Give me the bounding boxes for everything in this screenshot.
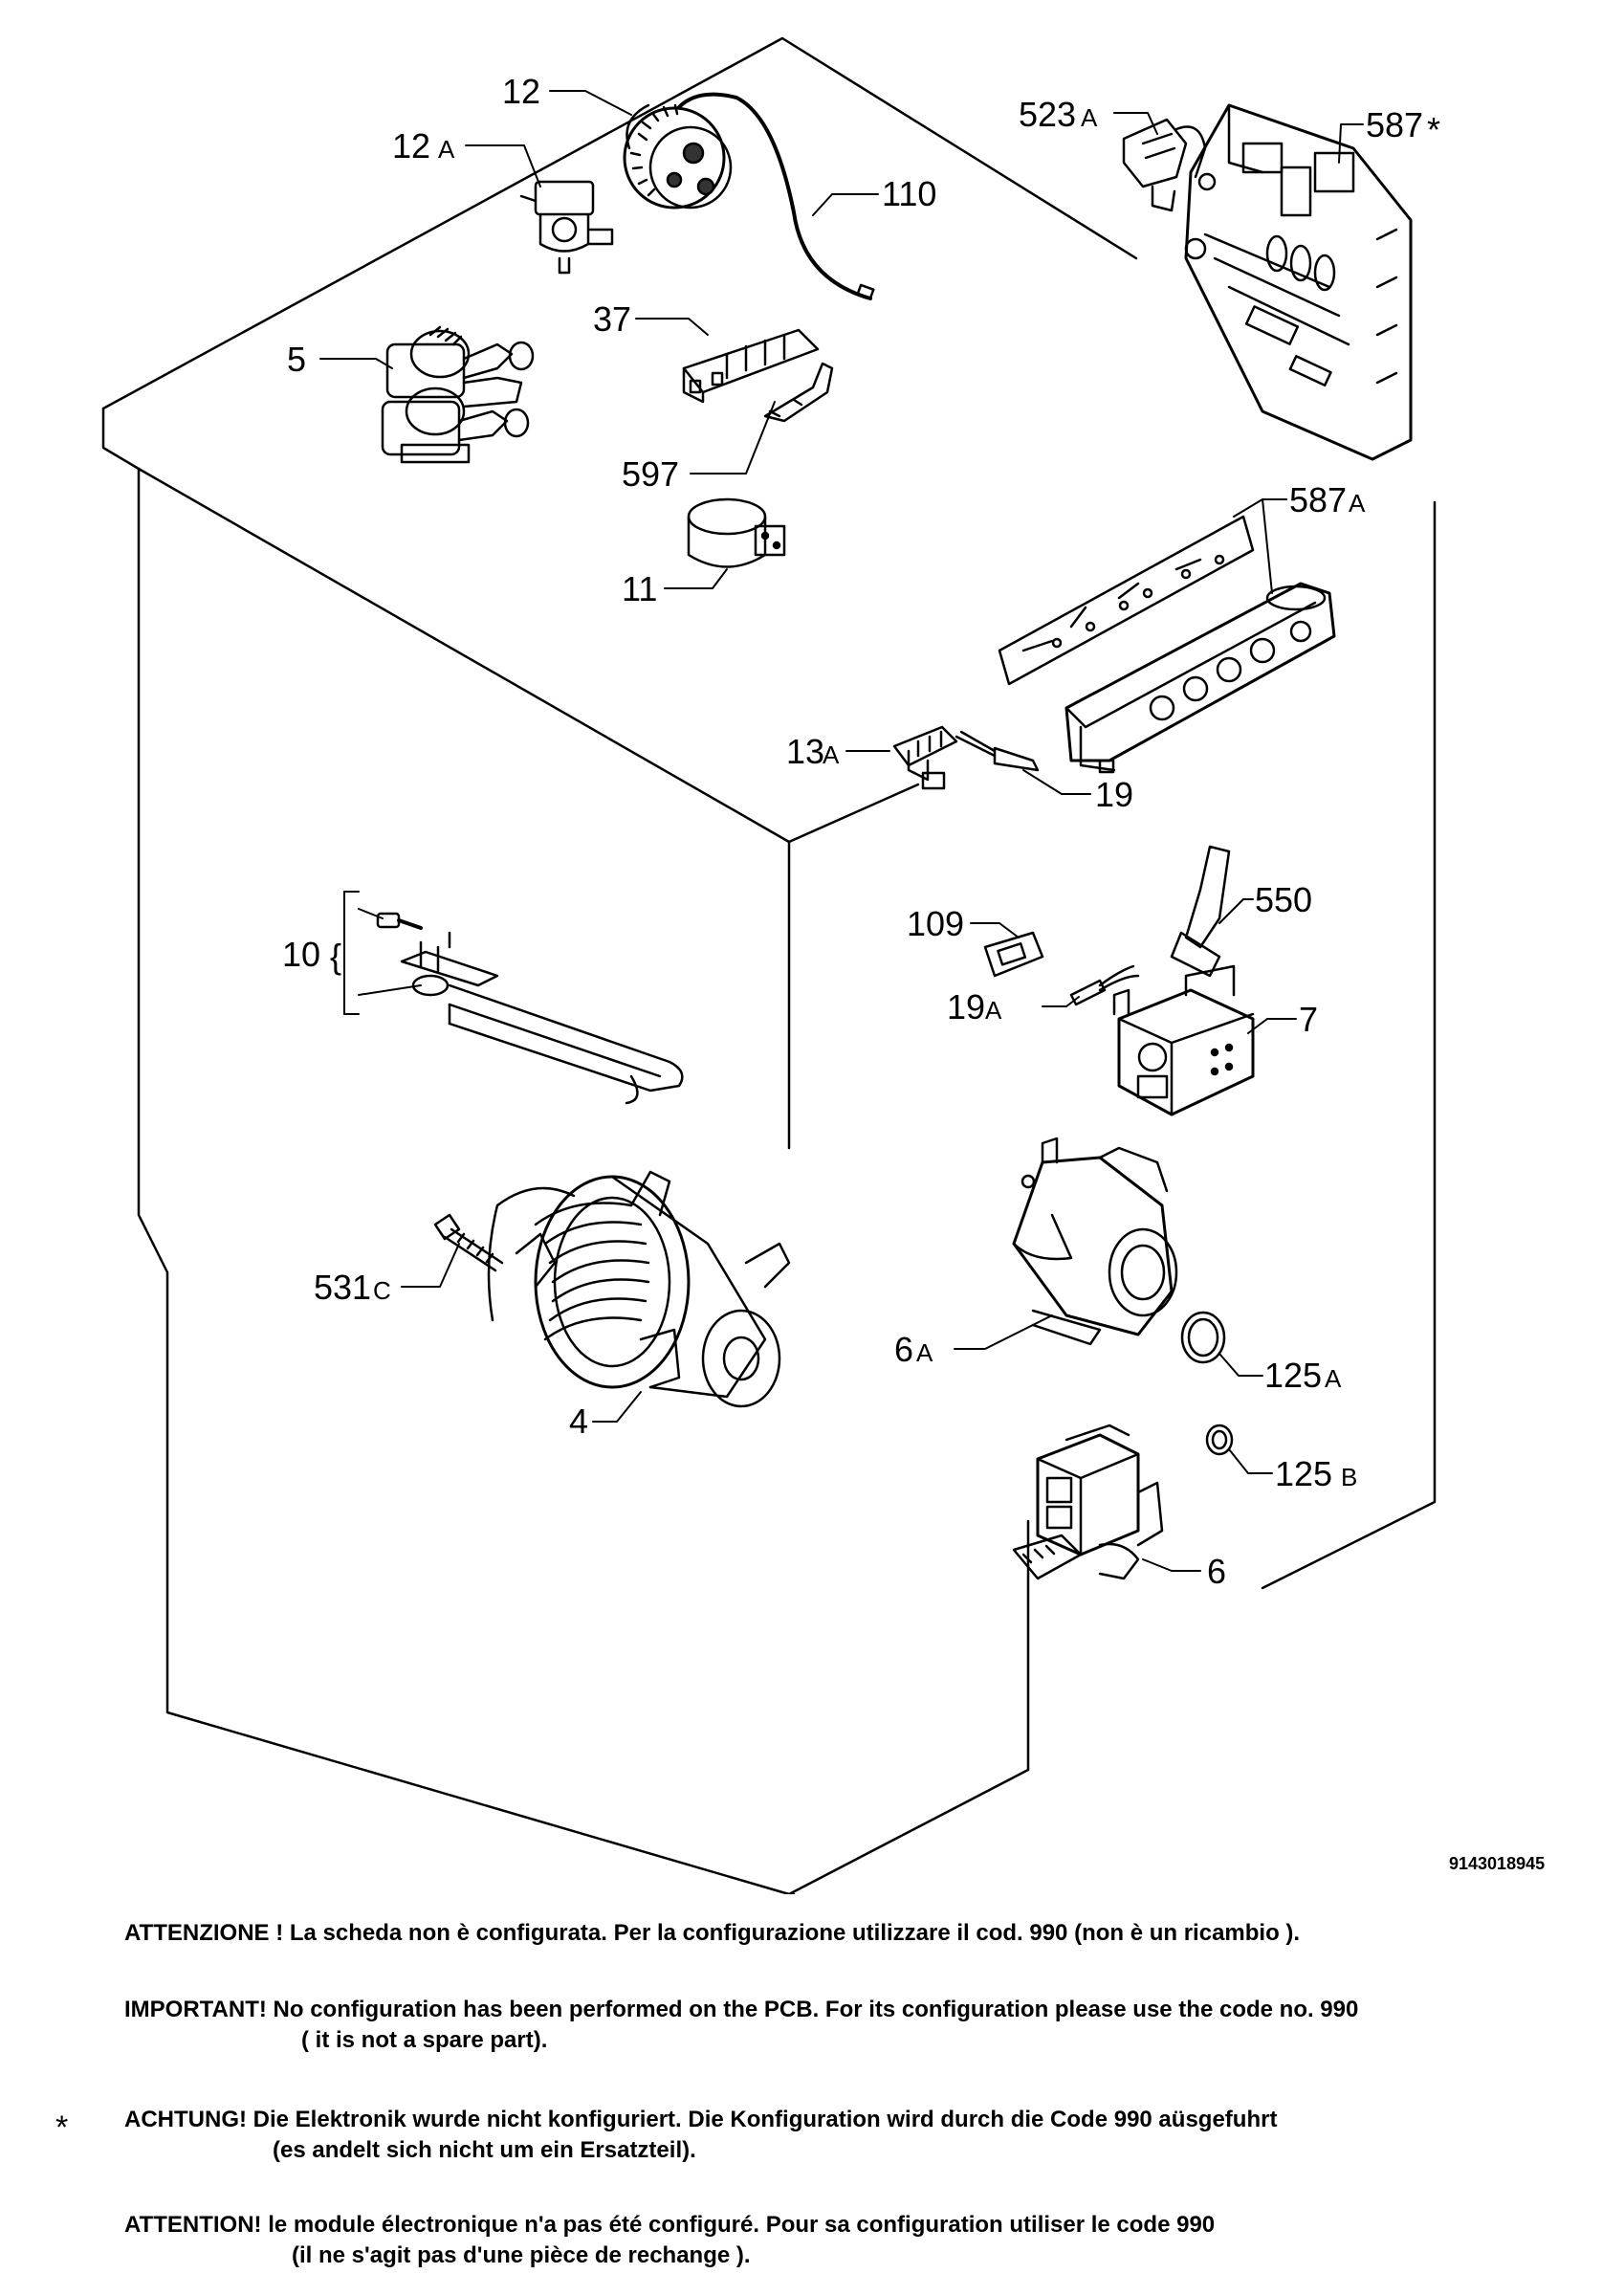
label-12: 12 (502, 72, 540, 111)
label-4: 4 (569, 1402, 588, 1441)
label-6a-suffix: A (916, 1338, 933, 1367)
inlet-valve-5 (381, 325, 535, 464)
note-german-line-2: (es andelt sich nicht um ein Ersatzteil)… (273, 2137, 696, 2163)
level-sensor-12a (519, 180, 614, 275)
label-587a-suffix: A (1349, 489, 1366, 518)
label-5: 5 (287, 340, 306, 379)
label-531c-suffix: C (373, 1276, 391, 1305)
label-10-brace: { (330, 937, 341, 976)
label-11: 11 (622, 569, 657, 608)
capacitor-11 (687, 497, 786, 568)
label-12a-number: 12 (392, 126, 430, 166)
asterisk-marker: * (55, 2109, 69, 2146)
label-587-star-number: 587 (1366, 105, 1423, 144)
leader-lines (319, 90, 1364, 1572)
label-13a-number: 13 (786, 732, 824, 771)
label-587a-number: 587 (1289, 480, 1347, 519)
terminal-block-37 (682, 328, 820, 404)
pump-motor-6 (1012, 1424, 1164, 1580)
exploded-parts-diagram: 12 12 A 110 5 37 597 11 523 A 587 * 587 … (101, 36, 1440, 1894)
note-english: IMPORTANT! No configuration has been per… (124, 1995, 1358, 2056)
label-10: 10 (282, 935, 320, 974)
label-12a-suffix: A (438, 135, 455, 164)
label-597: 597 (622, 454, 679, 494)
pressure-switch-12 (623, 92, 875, 300)
label-19: 19 (1095, 775, 1133, 814)
label-125b-suffix: B (1341, 1463, 1357, 1491)
sensor-19 (955, 730, 1040, 772)
part-523a (1122, 118, 1217, 212)
label-6: 6 (1207, 1552, 1226, 1591)
clip-597 (763, 362, 834, 423)
pump-housing-6a (1012, 1137, 1178, 1346)
seal-125a (1180, 1311, 1226, 1364)
motor-4 (487, 1170, 791, 1408)
label-6a-number: 6 (894, 1330, 913, 1369)
screw-531c (433, 1213, 504, 1272)
label-523a-suffix: A (1081, 103, 1098, 132)
label-125a-number: 125 (1264, 1356, 1322, 1395)
label-7: 7 (1299, 1000, 1318, 1039)
connector-13a (892, 725, 958, 790)
drawing-code: 9143018945 (1449, 1854, 1546, 1873)
label-37: 37 (593, 299, 631, 339)
part-109 (983, 931, 1044, 978)
label-19a-suffix: A (985, 996, 1002, 1025)
pcb-housing-587 (1184, 103, 1413, 461)
label-109: 109 (907, 904, 964, 943)
label-13a-suffix: A (823, 740, 840, 769)
note-french: ATTENTION! le module électronique n'a pa… (124, 2210, 1215, 2271)
cabinet-outline (101, 36, 1437, 1894)
door-lever-550 (1170, 845, 1231, 978)
part-labels: 12 12 A 110 5 37 597 11 523 A 587 * 587 … (282, 72, 1440, 1591)
note-german-line-1: ACHTUNG! Die Elektronik wurde nicht konf… (124, 2107, 1278, 2132)
label-125a-suffix: A (1325, 1364, 1342, 1393)
label-125b-number: 125 (1275, 1454, 1332, 1493)
label-550: 550 (1255, 880, 1312, 919)
note-italian: ATTENZIONE ! La scheda non è configurata… (124, 1920, 1301, 1946)
label-110: 110 (882, 174, 936, 213)
seal-125b (1205, 1424, 1234, 1456)
control-panel-pcb-587a (998, 515, 1336, 774)
note-german: ACHTUNG! Die Elektronik wurde nicht konf… (124, 2105, 1277, 2166)
label-587-star-suffix: * (1427, 110, 1440, 149)
door-lock-7 (1112, 964, 1255, 1116)
note-french-line-2: (il ne s'agit pas d'une pièce de rechang… (292, 2242, 751, 2268)
label-531c-number: 531 (314, 1268, 371, 1307)
note-english-line-1: IMPORTANT! No configuration has been per… (124, 1997, 1359, 2022)
note-french-line-1: ATTENTION! le module électronique n'a pa… (124, 2212, 1216, 2238)
label-19a-number: 19 (947, 987, 985, 1027)
label-523a-number: 523 (1019, 95, 1076, 134)
note-english-line-2: ( it is not a spare part). (301, 2027, 548, 2053)
heating-element-10 (376, 912, 684, 1105)
